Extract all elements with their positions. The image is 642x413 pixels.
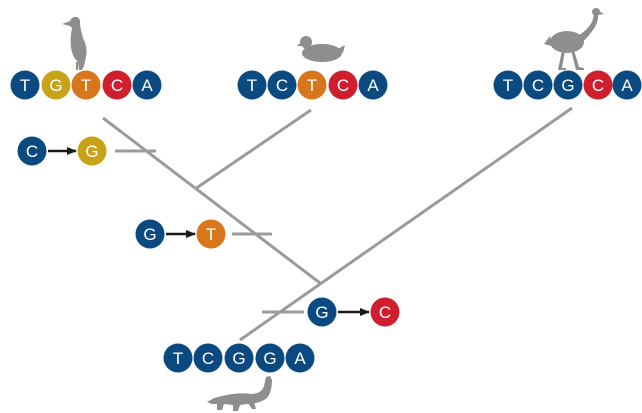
crocodile-icon — [207, 376, 272, 411]
mutation-from-letter: G — [143, 225, 156, 244]
nucleotide: T — [71, 70, 101, 100]
nucleotide-circle — [493, 70, 523, 100]
nucleotide-circle — [285, 343, 315, 373]
nucleotide-letter: C — [202, 349, 214, 368]
nucleotide-circle — [358, 70, 388, 100]
nucleotide-letter: T — [173, 349, 183, 368]
nucleotide: G — [224, 343, 254, 373]
nucleotide: T — [493, 70, 523, 100]
mutation-from-circle — [17, 136, 47, 166]
nucleotide-circle — [328, 70, 358, 100]
nucleotide-circle — [10, 70, 40, 100]
nucleotide: G — [255, 343, 285, 373]
nucleotide-letter: C — [276, 76, 288, 95]
nucleotide-circle — [193, 343, 223, 373]
perched-bird-icon — [62, 16, 87, 70]
nucleotide-letter: A — [621, 76, 633, 95]
nucleotide: A — [285, 343, 315, 373]
nucleotide: C — [583, 70, 613, 100]
nucleotide-letter: T — [307, 76, 317, 95]
leaf-sequence-bird: T G T C A — [10, 70, 162, 100]
nucleotide-letter: G — [49, 76, 62, 95]
nucleotide: T — [297, 70, 327, 100]
nucleotide: C — [267, 70, 297, 100]
ostrich-icon — [544, 8, 604, 70]
nucleotide-letter: A — [294, 349, 306, 368]
nucleotide-circle — [612, 70, 642, 100]
mutation-3: G C — [307, 297, 400, 327]
nucleotide: T — [10, 70, 40, 100]
nucleotide-circle — [41, 70, 71, 100]
nucleotide-circle — [71, 70, 101, 100]
tree-branches — [102, 106, 573, 342]
mutation-to-circle — [196, 219, 226, 249]
nucleotide-letter: C — [592, 76, 604, 95]
nucleotide-letter: A — [367, 76, 379, 95]
branch-ostrich-root — [239, 106, 573, 342]
nucleotide-letter: G — [232, 349, 245, 368]
nucleotide: A — [612, 70, 642, 100]
nucleotide-circle — [523, 70, 553, 100]
nucleotide-letter: T — [20, 76, 30, 95]
nucleotide-circle — [163, 343, 193, 373]
mutation-to-letter: C — [379, 303, 391, 322]
branch-bird — [102, 116, 321, 285]
nucleotide-circle — [583, 70, 613, 100]
nucleotide: A — [358, 70, 388, 100]
nucleotide-letter: C — [532, 76, 544, 95]
nucleotide: T — [163, 343, 193, 373]
nucleotide: C — [328, 70, 358, 100]
nucleotide-circle — [553, 70, 583, 100]
nucleotide-letter: T — [81, 76, 91, 95]
duck-icon — [297, 36, 345, 62]
nucleotide-letter: C — [111, 76, 123, 95]
nucleotide-circle — [237, 70, 267, 100]
nucleotide-circle — [267, 70, 297, 100]
nucleotide: C — [523, 70, 553, 100]
nucleotide-letter: T — [503, 76, 513, 95]
mutation-to-letter: G — [85, 142, 98, 161]
nucleotide-circle — [102, 70, 132, 100]
mutation-to-letter: T — [206, 225, 216, 244]
mutation-to-circle — [77, 136, 107, 166]
leaf-sequence-duck: T C T C A — [237, 70, 388, 100]
nucleotide: G — [41, 70, 71, 100]
nucleotide: G — [553, 70, 583, 100]
mutation-from-letter: G — [315, 303, 328, 322]
mutation-from-letter: C — [26, 142, 38, 161]
nucleotide: C — [102, 70, 132, 100]
nucleotide: A — [132, 70, 162, 100]
nucleotide-letter: C — [337, 76, 349, 95]
nucleotide: T — [237, 70, 267, 100]
branch-duck — [194, 108, 312, 191]
mutation-ticks — [115, 149, 304, 314]
nucleotide: C — [193, 343, 223, 373]
mutation-1: C G — [17, 136, 107, 166]
mutation-2: G T — [135, 219, 226, 249]
root-sequence-crocodile: T C G G A — [163, 343, 315, 373]
mutation-to-circle — [370, 297, 400, 327]
mutation-from-circle — [135, 219, 165, 249]
mutation-from-circle — [307, 297, 337, 327]
nucleotide-circle — [255, 343, 285, 373]
leaf-sequence-ostrich: T C G C A — [493, 70, 642, 100]
nucleotide-letter: G — [561, 76, 574, 95]
nucleotide-letter: G — [263, 349, 276, 368]
nucleotide-circle — [297, 70, 327, 100]
nucleotide-circle — [224, 343, 254, 373]
nucleotide-circle — [132, 70, 162, 100]
nucleotide-letter: T — [247, 76, 257, 95]
nucleotide-letter: A — [141, 76, 153, 95]
